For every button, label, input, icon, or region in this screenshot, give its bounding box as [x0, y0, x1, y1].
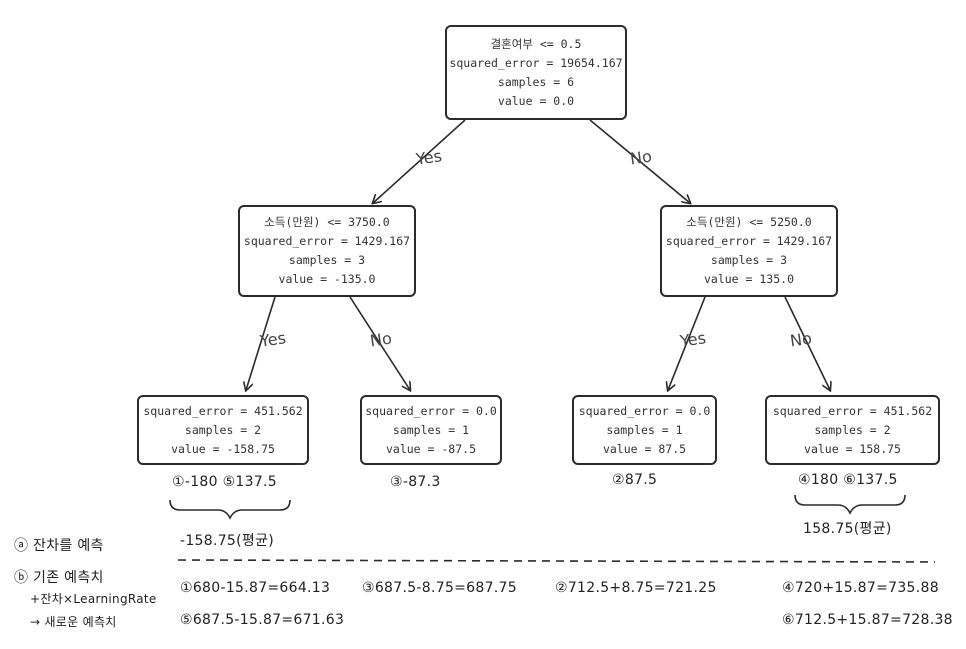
leaf1-squared-error: squared_error = 451.562 [143, 403, 303, 418]
leaf-node-2: squared_error = 0.0 samples = 1 value = … [360, 395, 502, 465]
edge-right-leaf4 [784, 296, 830, 390]
calc-3: ③687.5-8.75=687.75 [362, 580, 517, 596]
dashed-separator [177, 559, 936, 563]
root-split-rule: 결혼여부 <= 0.5 [490, 36, 582, 51]
root-squared-error: squared_error = 19654.167 [449, 55, 623, 70]
edge-label-root-no: No [628, 146, 653, 169]
legend-b-previous-prediction: ⓑ 기존 예측치 [14, 570, 104, 586]
root-node: 결혼여부 <= 0.5 squared_error = 19654.167 sa… [445, 25, 627, 120]
edge-root-left [373, 119, 466, 203]
right-split-rule: 소득(만원) <= 5250.0 [686, 215, 812, 229]
leaf-node-3: squared_error = 0.0 samples = 1 value = … [572, 395, 717, 465]
left-samples: samples = 3 [288, 253, 366, 267]
leaf2-residuals: ③-87.3 [390, 474, 441, 490]
leaf3-residuals: ②87.5 [612, 472, 658, 488]
edge-label-left-no: No [368, 328, 393, 351]
right-samples: samples = 3 [710, 253, 788, 267]
brace-leaf1 [169, 499, 291, 520]
calc-5: ⑤687.5-15.87=671.63 [180, 612, 345, 628]
edge-left-leaf1 [246, 296, 276, 390]
brace-leaf4 [794, 494, 906, 515]
legend-b-result: → 새로운 예측치 [30, 615, 117, 629]
leaf2-value: value = -87.5 [385, 441, 476, 456]
edge-label-right-no: No [788, 328, 813, 351]
edge-label-right-yes: Yes [678, 328, 708, 351]
leaf-node-4: squared_error = 451.562 samples = 2 valu… [765, 395, 940, 465]
calc-2: ②712.5+8.75=721.25 [555, 580, 717, 596]
calc-6: ⑥712.5+15.87=728.38 [782, 612, 953, 628]
edge-root-right [589, 119, 690, 203]
leaf2-samples: samples = 1 [392, 422, 470, 437]
leaf1-value: value = -158.75 [171, 441, 275, 456]
leaf4-squared-error: squared_error = 451.562 [772, 403, 933, 418]
edge-label-root-yes: Yes [414, 146, 444, 169]
leaf4-value: value = 158.75 [804, 441, 901, 456]
right-split-node: 소득(만원) <= 5250.0 squared_error = 1429.16… [660, 205, 838, 297]
leaf-node-1: squared_error = 451.562 samples = 2 valu… [137, 395, 309, 465]
left-squared-error: squared_error = 1429.167 [243, 234, 411, 248]
leaf1-mean: -158.75(평균) [180, 533, 275, 549]
edge-right-leaf3 [668, 296, 706, 390]
leaf4-residuals: ④180 ⑥137.5 [798, 472, 898, 488]
legend-a-residual-predict: ⓐ 잔차를 예측 [14, 538, 104, 554]
leaf1-residuals: ①-180 ⑤137.5 [172, 474, 278, 490]
calc-1: ①680-15.87=664.13 [180, 580, 331, 596]
leaf4-mean: 158.75(평균) [803, 521, 892, 537]
root-samples: samples = 6 [497, 74, 575, 89]
leaf3-samples: samples = 1 [606, 422, 683, 437]
legend-b-formula: +잔차×LearningRate [30, 592, 157, 606]
edge-label-left-yes: Yes [258, 328, 288, 351]
leaf2-squared-error: squared_error = 0.0 [365, 403, 497, 418]
root-value: value = 0.0 [497, 93, 575, 108]
left-split-node: 소득(만원) <= 3750.0 squared_error = 1429.16… [238, 205, 416, 297]
right-value: value = 135.0 [703, 272, 794, 286]
leaf1-samples: samples = 2 [184, 422, 262, 437]
leaf3-squared-error: squared_error = 0.0 [578, 403, 711, 418]
left-split-rule: 소득(만원) <= 3750.0 [264, 215, 390, 229]
edge-left-leaf2 [349, 296, 410, 390]
leaf4-samples: samples = 2 [814, 422, 891, 437]
right-squared-error: squared_error = 1429.167 [665, 234, 833, 248]
leaf3-value: value = 87.5 [602, 441, 687, 456]
calc-4: ④720+15.87=735.88 [782, 580, 939, 596]
left-value: value = -135.0 [278, 272, 376, 286]
